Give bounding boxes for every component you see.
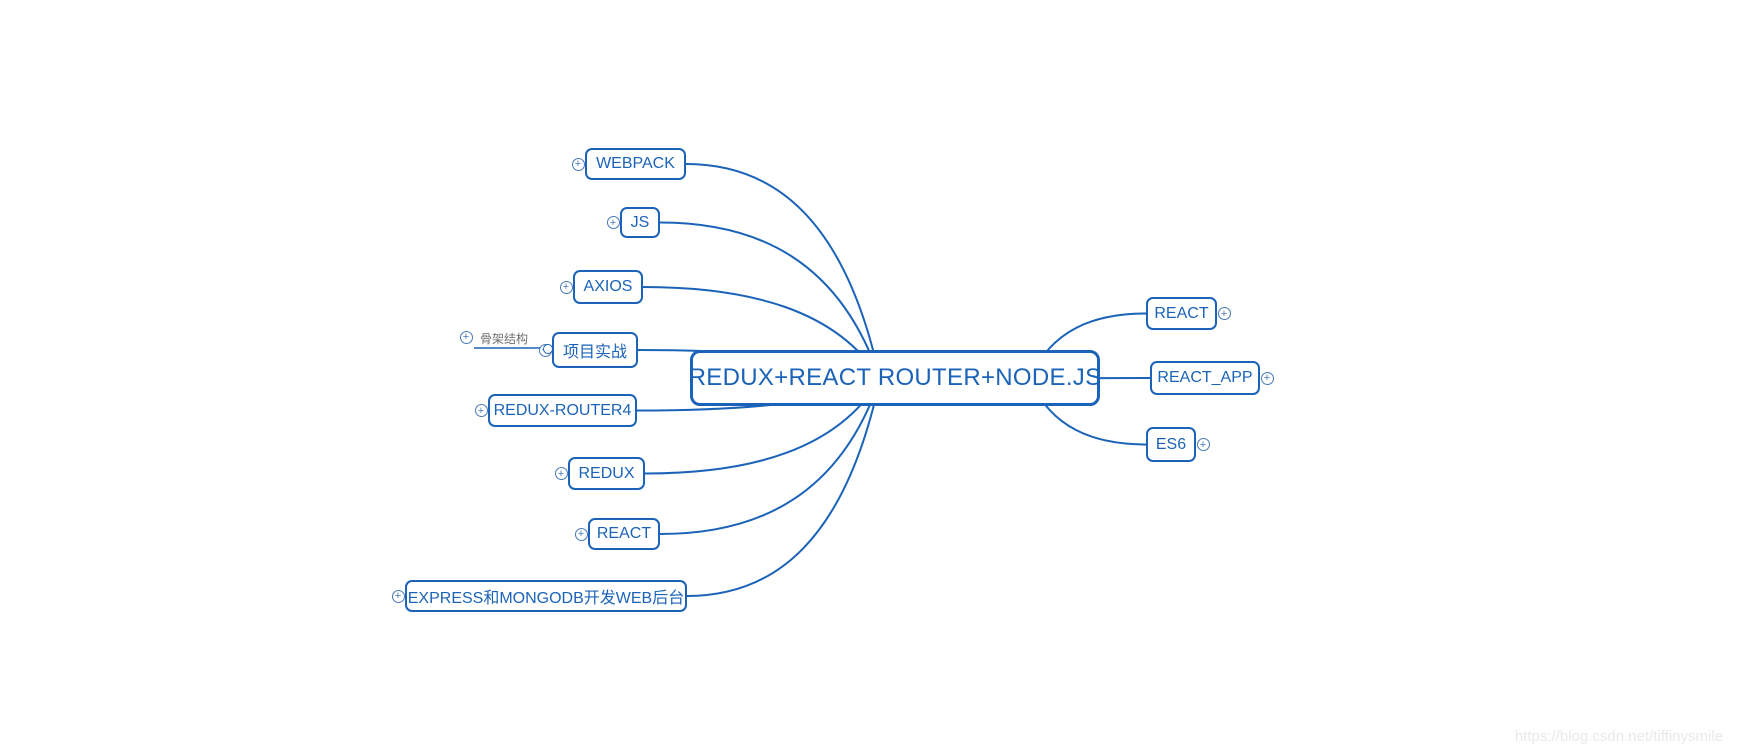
topic-label: JS (630, 213, 650, 231)
topic-label: REACT (596, 525, 652, 542)
subtopic-skeleton-structure[interactable]: 骨架结构 (480, 332, 529, 346)
topic-react-left[interactable]: REACT (588, 518, 660, 550)
branch-curve (659, 221, 881, 380)
expand-icon-axios[interactable]: + (559, 280, 573, 294)
topic-label: AXIOS (583, 278, 633, 295)
topic-react-right[interactable]: REACT (1146, 297, 1217, 330)
topic-js[interactable]: JS (620, 207, 660, 238)
topic-redux-router4[interactable]: REDUX-ROUTER4 (488, 394, 637, 427)
topic-label: WEBPACK (596, 155, 675, 172)
topic-label: REACT (1154, 304, 1209, 322)
expand-icon-skeleton-structure[interactable]: + (459, 330, 473, 344)
topic-redux[interactable]: REDUX (568, 457, 645, 490)
expand-icon-react-right[interactable]: + (1217, 307, 1231, 320)
topic-label: REDUX-ROUTER4 (493, 401, 632, 419)
topic-express-mongodb[interactable]: EXPRESS和MONGODB开发WEB后台 (405, 580, 687, 612)
expand-icon-webpack[interactable]: + (571, 157, 585, 171)
collapse-circle-icon[interactable] (543, 344, 553, 354)
topic-webpack[interactable]: WEBPACK (585, 148, 686, 180)
topic-label: 项目实战 (562, 344, 627, 361)
topic-axios[interactable]: AXIOS (573, 270, 643, 304)
topic-project-practice[interactable]: 项目实战 (552, 332, 638, 368)
topic-es6[interactable]: ES6 (1146, 427, 1196, 462)
expand-icon-react-left[interactable]: + (574, 527, 588, 541)
expand-icon-express-mongodb[interactable]: + (391, 589, 405, 603)
expand-icon-redux-router4[interactable]: + (474, 404, 488, 417)
topic-label: ES6 (1155, 435, 1187, 453)
expand-icon-react-app[interactable]: + (1260, 371, 1274, 385)
topic-label: REDUX (578, 464, 635, 482)
topic-label: EXPRESS和MONGODB开发WEB后台 (407, 590, 685, 607)
central-topic[interactable]: REDUX+REACT ROUTER+NODE.JS (688, 350, 1102, 406)
topic-react-app[interactable]: REACT_APP (1150, 361, 1260, 395)
expand-icon-es6[interactable]: + (1196, 438, 1210, 451)
branch-curve (685, 163, 881, 380)
watermark: https://blog.csdn.net/tiffinysmile (1514, 728, 1723, 745)
branch-curve (686, 378, 881, 597)
topic-label: REACT_APP (1157, 369, 1253, 386)
expand-icon-redux[interactable]: + (554, 467, 568, 480)
expand-icon-js[interactable]: + (606, 216, 620, 229)
central-topic-label: REDUX+REACT ROUTER+NODE.JS (688, 364, 1102, 391)
branch-curve (659, 378, 881, 535)
